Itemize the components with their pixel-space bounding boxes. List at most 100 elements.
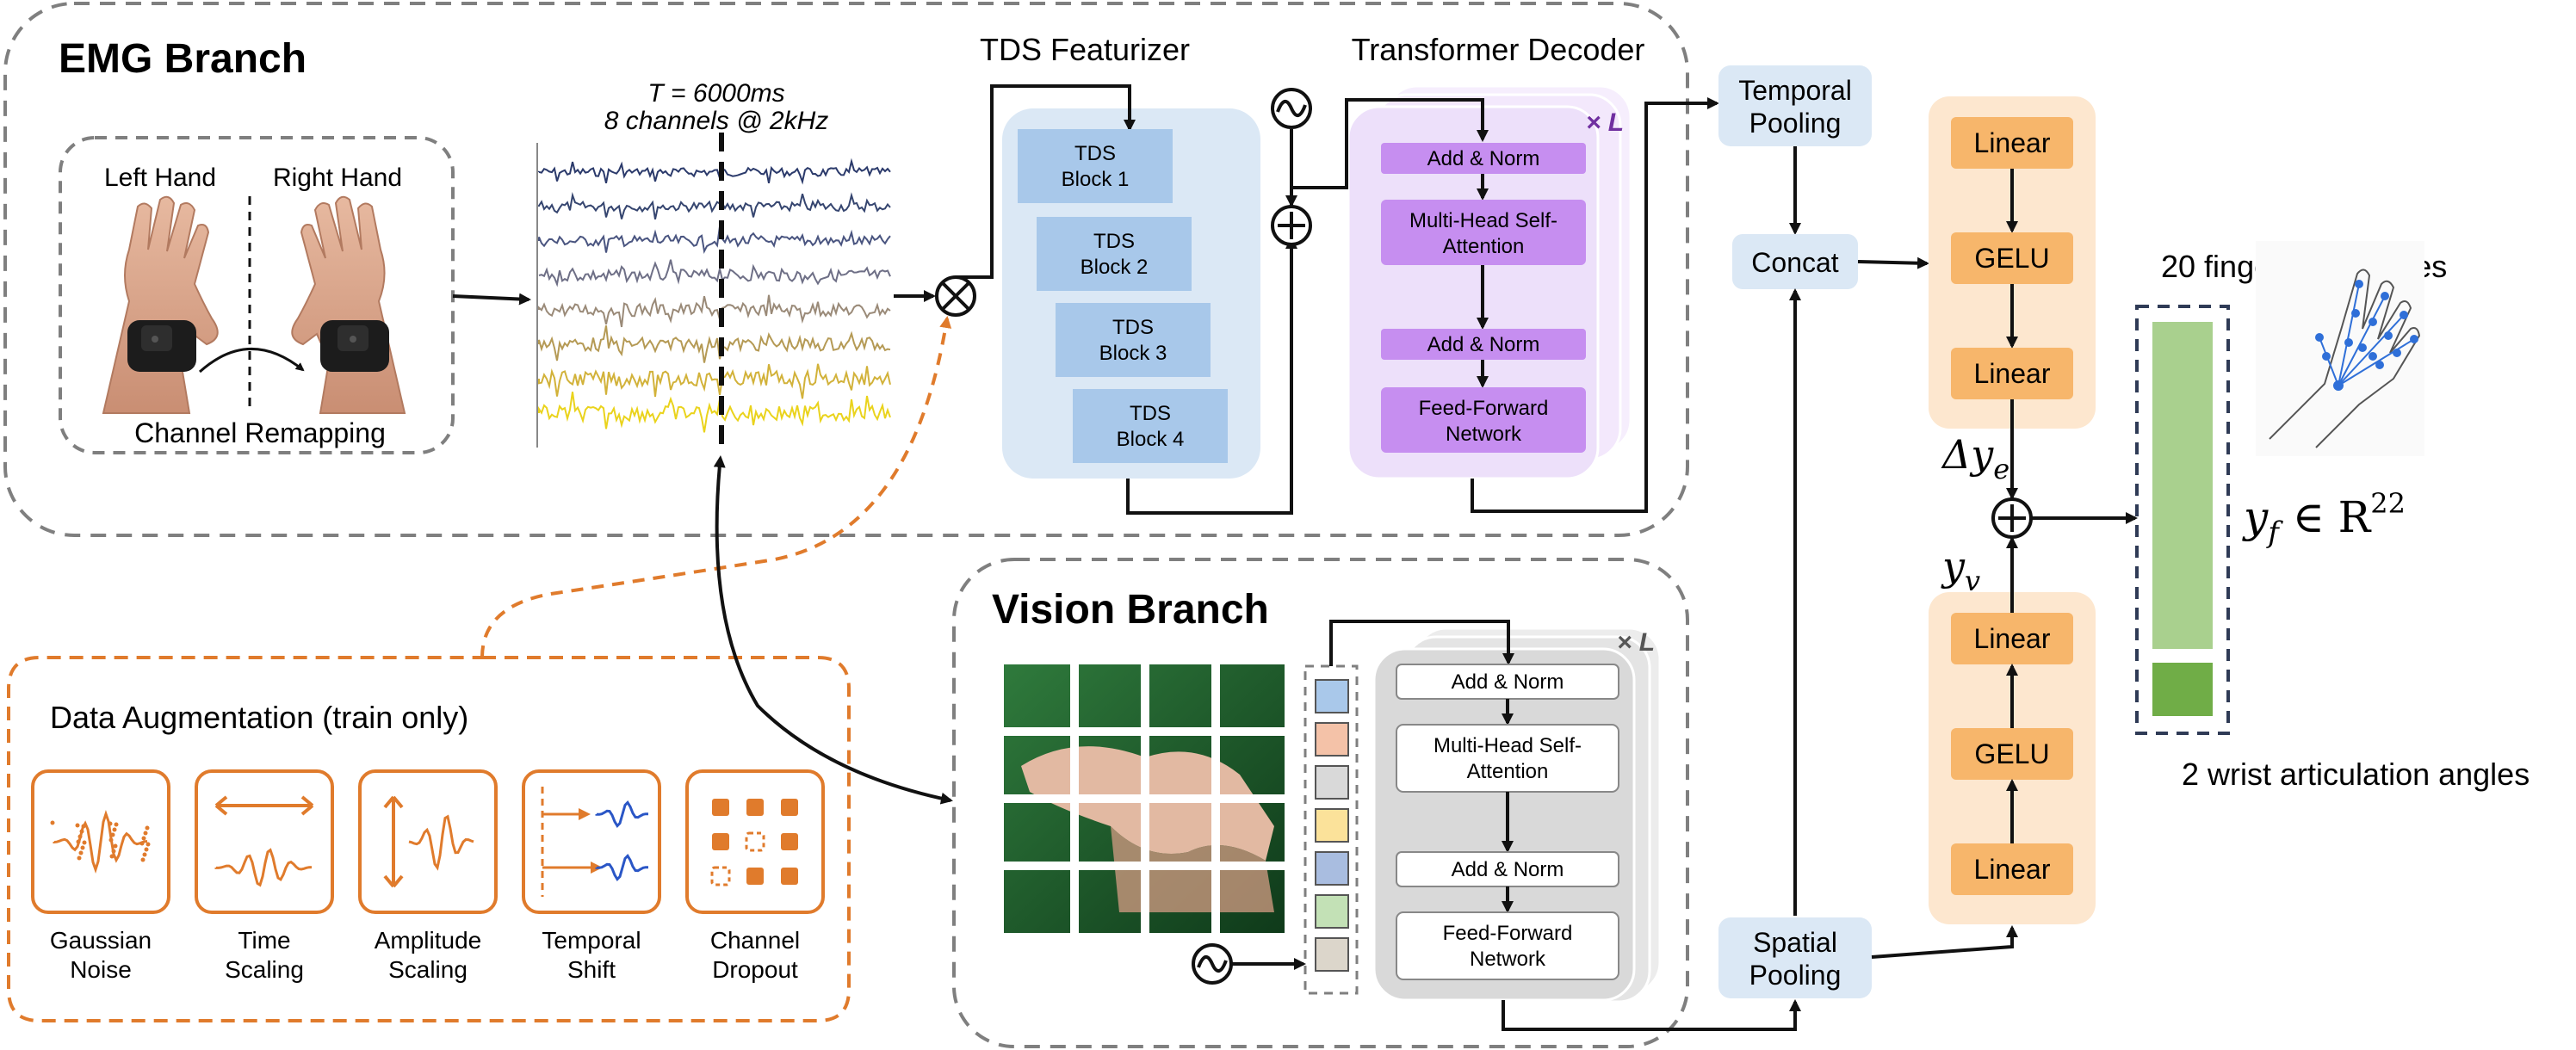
emg-channel-trace [538, 325, 891, 363]
tds-featurizer-title: TDS Featurizer [980, 32, 1190, 67]
temporal-pooling-box [1718, 65, 1872, 146]
arrow-tokens-into-vit [1329, 620, 1514, 666]
concat-box [1732, 234, 1858, 289]
vision-branch-title: Vision Branch [992, 587, 1269, 633]
output-vector-frame [2135, 305, 2230, 735]
arrow-multiply-into-tds [956, 84, 1136, 279]
token-column-frame [1303, 664, 1359, 995]
arrow-tds-out [1126, 237, 1297, 515]
emg-channel-trace [538, 192, 891, 220]
arrow-add-into-decoder [1290, 98, 1489, 207]
gaussian-noise-icon [31, 769, 170, 914]
left-hand-label: Left Hand [104, 164, 216, 192]
arrow-spatial-to-mlp [1871, 925, 2018, 959]
emg-channel-trace [538, 392, 891, 433]
patch-token [1315, 937, 1349, 972]
final-add-operator [1991, 497, 2033, 539]
yv-label: yv [1941, 543, 1980, 597]
tds-block-1 [1018, 129, 1173, 203]
vit-add-norm-1-label: Add & Norm [1452, 670, 1564, 694]
mlp-layer-linear [1951, 117, 2073, 169]
signal-channels-label: 8 channels @ 2kHz [604, 107, 829, 135]
arrow-decoder-to-temporal-pooling [1471, 97, 1719, 513]
vit-ffn [1396, 911, 1619, 980]
delta-ye-label: Δye [1941, 431, 2009, 485]
patch-tokens [1315, 679, 1349, 972]
augmentation-label: Channel [710, 927, 800, 954]
augmentation-label: Amplitude [375, 927, 482, 954]
vit-mhsa-label-1: Multi-Head Self- [1434, 734, 1582, 757]
dec-add-norm-1 [1381, 143, 1586, 174]
mlp-layer-label: Linear [1974, 623, 2051, 654]
augmentation-sublabel: Noise [70, 956, 132, 983]
right-hand-image [291, 195, 406, 414]
mlp-layer-linear [1951, 348, 2073, 399]
arrow-concat-to-mlp [1857, 256, 1929, 269]
dec-mhsa-label-1: Multi-Head Self- [1409, 209, 1557, 232]
dec-ffn [1381, 387, 1586, 453]
tds-block-3 [1056, 303, 1211, 377]
tds-block-label: TDS [1093, 230, 1135, 253]
vision-branch-frame [952, 558, 1689, 1048]
add-operator [1271, 205, 1312, 246]
wrist-angles-label: 2 wrist articulation angles [2182, 757, 2530, 792]
tds-block-4 [1073, 389, 1228, 463]
amplitude-scaling-icon [358, 769, 498, 914]
patch-token [1315, 765, 1349, 800]
remap-arrow [198, 348, 305, 374]
temporal-pooling-label-1: Temporal [1738, 75, 1852, 106]
mlp-layer-linear [1951, 613, 2073, 664]
channel-remapping-label: Channel Remapping [134, 417, 386, 448]
tds-block-label: TDS [1130, 402, 1171, 425]
tds-block-label: TDS [1112, 316, 1154, 339]
multiply-operator [935, 275, 976, 317]
emg-signal-plot [536, 143, 891, 448]
augmentation-label: Time [238, 927, 290, 954]
mlp-layer-label: Linear [1974, 358, 2051, 389]
emg-channel-trace [538, 259, 891, 287]
arrow-hands-to-signal [452, 293, 531, 306]
augmentation-sublabel: Shift [567, 956, 616, 983]
emg-channel-trace [538, 294, 891, 328]
dec-mhsa-label-2: Attention [1443, 235, 1525, 258]
augmentation-sublabel: Scaling [388, 956, 468, 983]
wrist-angles-bar [2152, 663, 2213, 716]
transformer-decoder-title: Transformer Decoder [1352, 32, 1645, 67]
emg-channel-trace [538, 363, 891, 399]
dec-ffn-label-2: Network [1446, 423, 1522, 446]
augmentation-label: Temporal [542, 927, 641, 954]
tds-block-sublabel: Block 3 [1099, 342, 1167, 365]
mlp-layer-label: Linear [1974, 854, 2051, 885]
dec-ffn-label-1: Feed-Forward [1419, 397, 1549, 420]
emg-channel-trace [538, 158, 891, 185]
positional-encoding-icon [1271, 88, 1312, 129]
vision-positional-encoding-icon [1192, 943, 1233, 985]
left-hand-image [102, 195, 219, 414]
temporal-shift-icon [522, 769, 661, 914]
mlp-layer-label: GELU [1974, 738, 2049, 769]
vit-ffn-label-1: Feed-Forward [1443, 922, 1573, 945]
tds-block-sublabel: Block 1 [1062, 168, 1130, 191]
tds-block-2 [1037, 217, 1192, 291]
yf-label: yf ∈ R22 [2242, 487, 2406, 550]
mlp-layer-gelu [1951, 728, 2073, 780]
augmentation-items: GaussianNoiseTimeScalingAmplitudeScaling… [31, 769, 825, 983]
tds-block-sublabel: Block 4 [1117, 428, 1185, 451]
vit-add-norm-2-label: Add & Norm [1452, 858, 1564, 881]
spatial-pooling-label-2: Pooling [1749, 960, 1842, 991]
augmentation-label: Gaussian [50, 927, 152, 954]
augmentation-title: Data Augmentation (train only) [50, 700, 468, 735]
time-scaling-icon [195, 769, 334, 914]
right-hand-label: Right Hand [273, 164, 402, 192]
tds-block-sublabel: Block 2 [1081, 256, 1149, 279]
dec-add-norm-2 [1381, 329, 1586, 360]
spatial-pooling-label-1: Spatial [1753, 927, 1837, 958]
signal-duration-label: T = 6000ms [647, 79, 784, 108]
hand-skeleton-image [2256, 241, 2424, 456]
dec-mhsa [1381, 200, 1586, 265]
sync-arrow-emg-vision [713, 455, 953, 805]
patch-token [1315, 808, 1349, 843]
